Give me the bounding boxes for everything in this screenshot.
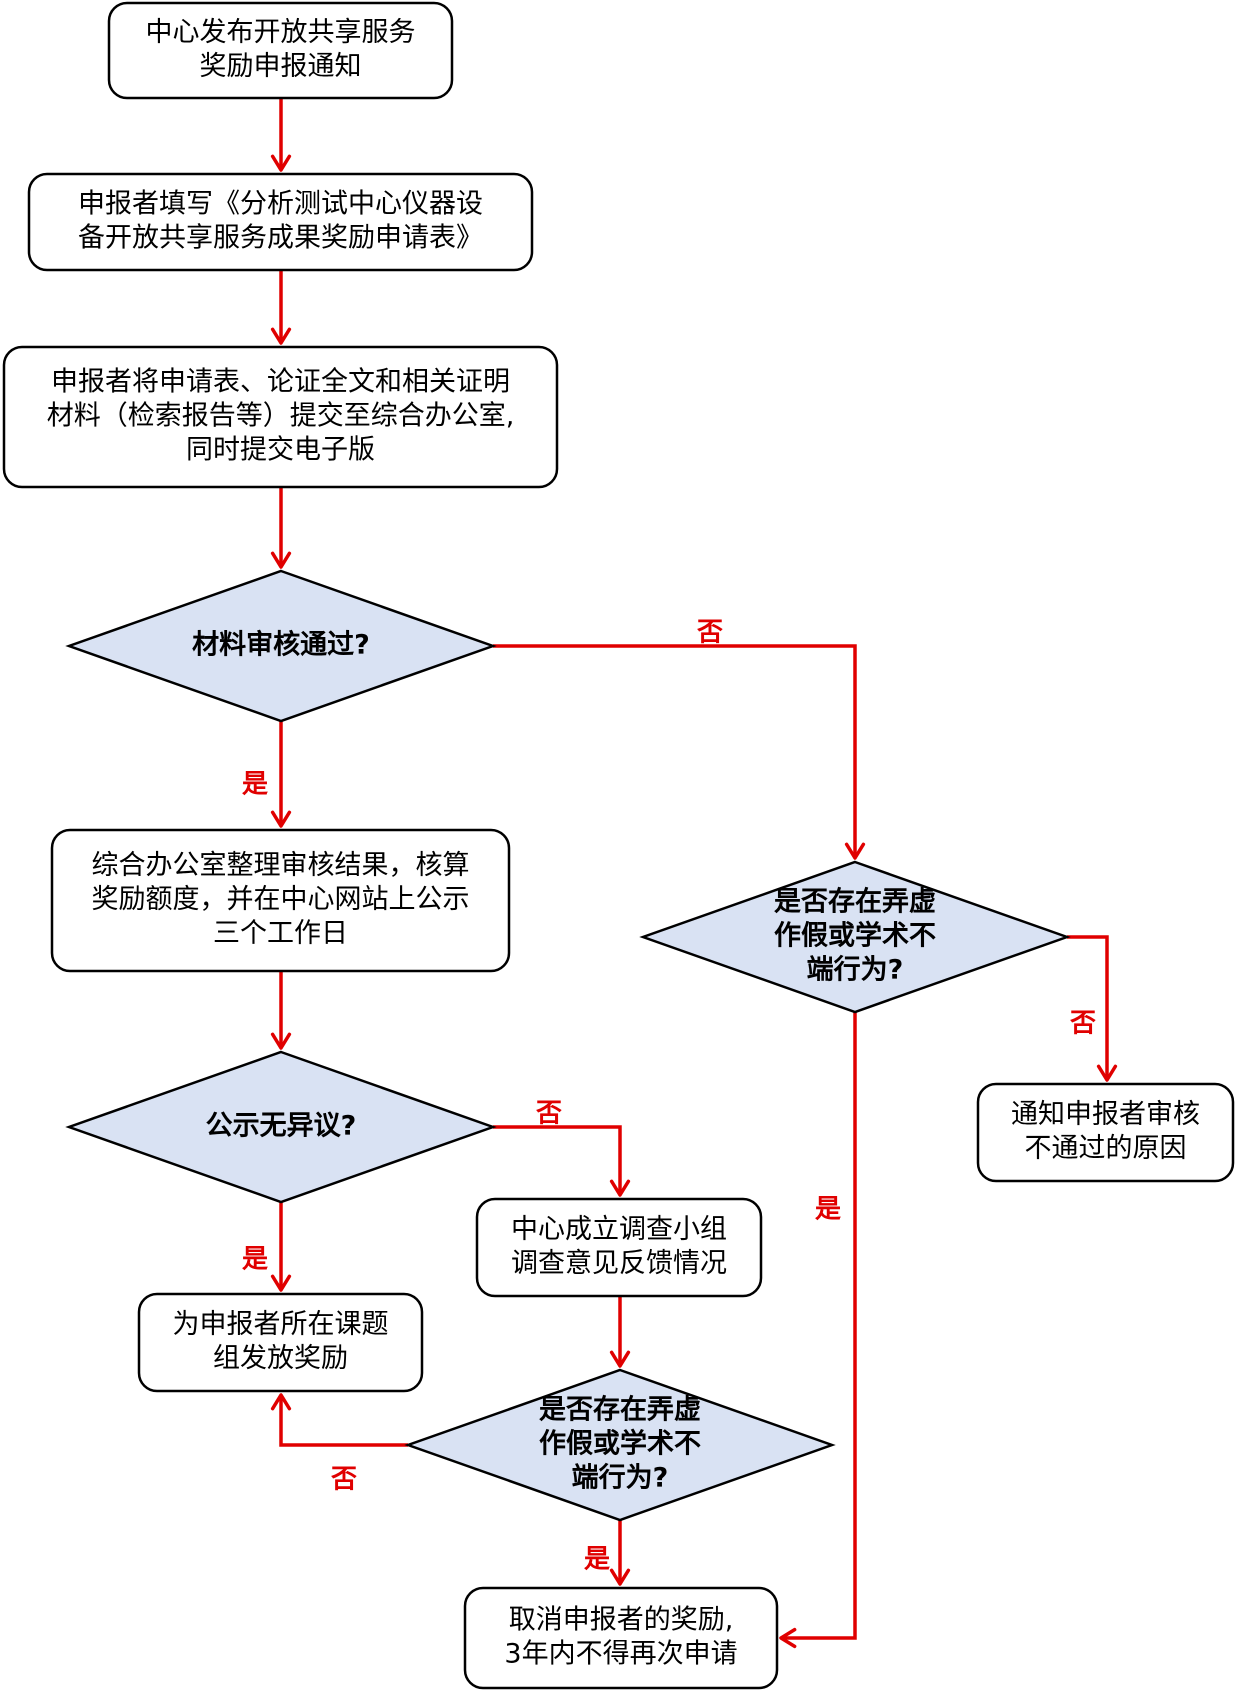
node-text-line: 是否存在弄虚	[774, 887, 936, 918]
edge-label: 是	[242, 1245, 268, 1275]
edge-fraud_check_1-to-cancel_award	[779, 1012, 857, 1649]
node-text-line: 不通过的原因	[1025, 1133, 1187, 1164]
node-text-line: 同时提交电子版	[186, 435, 375, 466]
node-cancel-award: 取消申报者的奖励,3年内不得再次申请	[463, 1586, 779, 1690]
process-box	[463, 1586, 779, 1690]
edge-label: 否	[1070, 1009, 1096, 1039]
arrowhead-icon	[609, 1350, 631, 1368]
edge-organize_results-to-no_objection	[270, 971, 292, 1050]
arrowhead-icon	[609, 1179, 631, 1197]
node-text-line: 公示无异议?	[206, 1111, 357, 1142]
node-text-line: 中心成立调查小组	[511, 1214, 727, 1245]
decision-diamond	[65, 569, 497, 723]
process-box	[107, 1, 454, 100]
edge-label: 是	[815, 1195, 841, 1225]
edge-label: 是	[242, 770, 268, 800]
arrowhead-icon	[779, 1627, 797, 1649]
node-text-line: 材料审核通过?	[192, 629, 370, 661]
node-text-line: 奖励申报通知	[200, 51, 362, 82]
edge-review_passed-to-organize_results	[270, 721, 292, 828]
arrowhead-icon	[844, 842, 866, 860]
edge-label: 否	[697, 618, 723, 648]
node-text-line: 端行为?	[572, 1462, 669, 1494]
process-box	[137, 1292, 424, 1393]
edge-fraud_check_2-to-cancel_award	[609, 1520, 631, 1586]
node-submit-materials: 申报者将申请表、论证全文和相关证明材料（检索报告等）提交至综合办公室,同时提交电…	[2, 345, 559, 489]
node-text-line: 申报者填写《分析测试中心仪器设	[78, 189, 483, 220]
connector-line	[493, 1125, 622, 1195]
node-text-line: 通知申报者审核	[1011, 1099, 1200, 1130]
node-text-line: 取消申报者的奖励,	[509, 1605, 734, 1636]
node-text-line: 为申报者所在课题	[173, 1309, 389, 1340]
edge-no_objection-to-issue_award	[270, 1202, 292, 1292]
node-text-line: 申报者将申请表、论证全文和相关证明	[51, 367, 510, 398]
arrowhead-icon	[1096, 1064, 1118, 1082]
process-box	[27, 172, 534, 272]
node-text-line: 材料（检索报告等）提交至综合办公室,	[47, 401, 515, 432]
arrowhead-icon	[270, 1274, 292, 1292]
process-box	[976, 1082, 1235, 1183]
connector-line	[493, 644, 857, 858]
arrowhead-icon	[270, 810, 292, 828]
edge-label: 否	[536, 1099, 562, 1129]
node-text-line: 综合办公室整理审核结果，核算	[92, 850, 470, 881]
edge-fraud_check_2-to-issue_award	[270, 1393, 408, 1447]
arrowhead-icon	[270, 551, 292, 569]
node-text-line: 端行为?	[807, 954, 904, 986]
connector-line	[781, 1012, 857, 1640]
node-text-line: 调查意见反馈情况	[511, 1248, 727, 1279]
node-no-objection: 公示无异议?	[65, 1050, 497, 1204]
process-box	[475, 1197, 763, 1298]
connector-line	[1067, 935, 1109, 1080]
edge-publish_notice-to-fill_form	[270, 98, 292, 172]
node-text-line: 备开放共享服务成果奖励申请表》	[78, 223, 483, 254]
node-text-line: 是否存在弄虚	[539, 1395, 701, 1426]
connector-line	[279, 1395, 408, 1447]
decision-diamond	[404, 1368, 836, 1522]
decision-diamond	[65, 1050, 497, 1204]
arrowhead-icon	[270, 1393, 292, 1411]
node-text-line: 组发放奖励	[213, 1343, 348, 1374]
process-box	[50, 828, 511, 973]
edge-label: 否	[331, 1465, 357, 1495]
edge-fraud_check_1-to-notify_reject	[1067, 935, 1118, 1082]
node-review-passed: 材料审核通过?	[65, 569, 497, 723]
node-text-line: 奖励额度，并在中心网站上公示	[92, 884, 470, 915]
process-box	[2, 345, 559, 489]
edge-label: 是	[584, 1545, 610, 1575]
node-text-line: 中心发布开放共享服务	[146, 17, 416, 48]
node-text-line: 三个工作日	[213, 918, 348, 949]
node-text-line: 作假或学术不	[539, 1428, 701, 1460]
decision-diamond	[639, 860, 1071, 1014]
edge-no_objection-to-investigate	[493, 1125, 631, 1197]
node-text-line: 3年内不得再次申请	[504, 1639, 737, 1670]
edge-fill_form-to-submit_materials	[270, 270, 292, 345]
node-text-line: 作假或学术不	[774, 920, 936, 952]
arrowhead-icon	[270, 1032, 292, 1050]
edge-submit_materials-to-review_passed	[270, 487, 292, 569]
edge-review_passed-to-fraud_check_1	[493, 644, 866, 860]
arrowhead-icon	[270, 327, 292, 345]
arrowhead-icon	[609, 1568, 631, 1586]
edge-investigate-to-fraud_check_2	[609, 1296, 631, 1368]
arrowhead-icon	[270, 154, 292, 172]
